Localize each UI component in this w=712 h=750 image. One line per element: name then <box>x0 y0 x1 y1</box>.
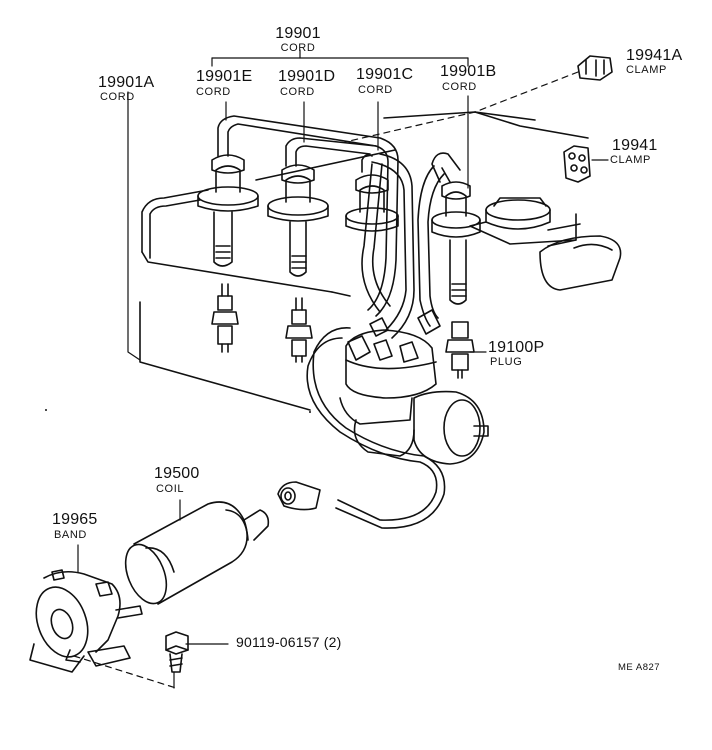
ignition-coil <box>124 501 270 605</box>
leader-lines <box>77 49 609 689</box>
label-19901-number: 19901 <box>275 25 321 42</box>
ignition-cords <box>217 115 461 529</box>
label-19901B-number: 19901B <box>440 63 497 80</box>
label-19965-number: 19965 <box>52 511 98 528</box>
label-19941-number: 19941 <box>612 137 658 154</box>
clamp-19941A <box>577 55 613 81</box>
label-19901-name: CORD <box>280 42 316 54</box>
label-19500-name: COIL <box>156 483 185 495</box>
label-19100P-name: PLUG <box>490 356 523 368</box>
label-19901A-name: CORD <box>100 91 135 103</box>
clamp-19941 <box>563 145 591 183</box>
bolt <box>73 631 189 689</box>
label-19941A-number: 19941A <box>626 47 683 64</box>
label-19500-number: 19500 <box>154 465 200 482</box>
label-19100P-number: 19100P <box>488 339 545 356</box>
label-19901B-name: CORD <box>442 81 477 93</box>
label-19901C-number: 19901C <box>356 66 414 83</box>
spark-plugs <box>211 283 475 379</box>
boot-19901E <box>197 154 259 267</box>
stray-marks <box>45 409 311 413</box>
boot-19901C <box>345 174 399 232</box>
diagram-code: ME A827 <box>618 662 661 673</box>
label-19901E-name: CORD <box>196 86 231 98</box>
coil-cord-end <box>277 481 321 511</box>
spark-plug-1 <box>211 283 239 353</box>
label-19901D-number: 19901D <box>278 68 336 85</box>
label-19941-name: CLAMP <box>610 154 651 166</box>
spark-plug-3 <box>445 321 475 379</box>
boot-19901B <box>431 181 481 305</box>
coil-band <box>29 569 143 673</box>
boot-19901D <box>267 164 329 277</box>
distributor <box>339 309 489 465</box>
label-19941A-name: CLAMP <box>626 64 667 76</box>
label-19901C-name: CORD <box>358 84 393 96</box>
label-19901D-name: CORD <box>280 86 315 98</box>
label-19901E-number: 19901E <box>196 68 253 85</box>
engine-block <box>139 111 622 411</box>
label-19965-name: BAND <box>54 529 87 541</box>
label-bolt-number: 90119-06157 (2) <box>236 634 342 650</box>
label-19901A-number: 19901A <box>98 74 155 91</box>
spark-plug-2 <box>285 297 313 363</box>
